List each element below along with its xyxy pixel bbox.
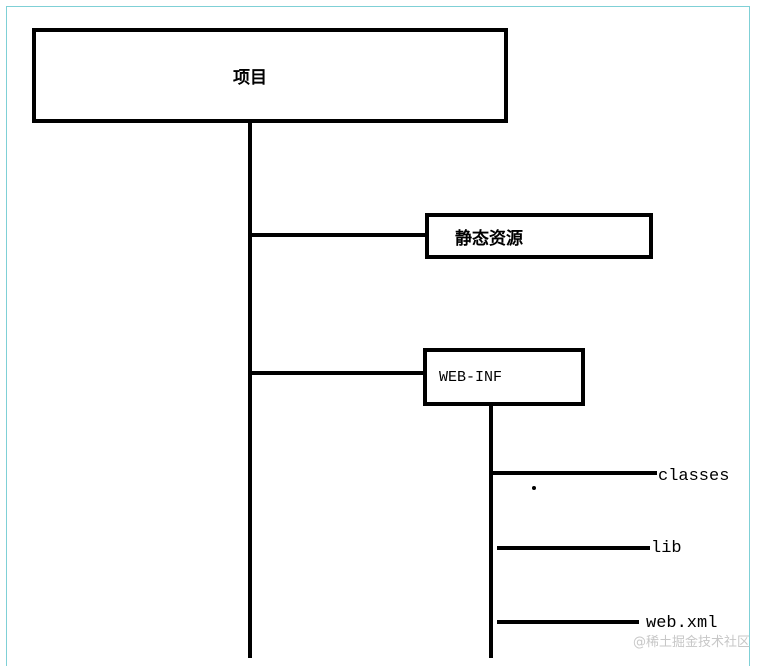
node-project: 项目	[32, 28, 508, 123]
trunk-line	[248, 123, 252, 658]
node-static-resources: 静态资源	[425, 213, 653, 259]
branch-webinf-line	[252, 371, 424, 375]
watermark: @稀土掘金技术社区	[632, 635, 750, 650]
branch-static-line	[252, 233, 430, 237]
branch-webxml-line	[497, 620, 639, 624]
node-project-label: 项目	[233, 68, 267, 88]
branch-lib-line	[497, 546, 650, 550]
node-lib-label: lib	[651, 539, 682, 558]
branch-classes-line	[493, 471, 657, 475]
node-static-resources-label: 静态资源	[455, 228, 523, 249]
node-classes-label: classes	[658, 467, 730, 486]
node-web-xml-label: web.xml	[646, 614, 718, 633]
node-web-inf: WEB-INF	[423, 348, 585, 406]
node-web-inf-label: WEB-INF	[439, 368, 503, 386]
stray-dot	[532, 486, 536, 490]
webinf-trunk-line	[489, 406, 493, 658]
diagram-frame	[6, 6, 750, 666]
